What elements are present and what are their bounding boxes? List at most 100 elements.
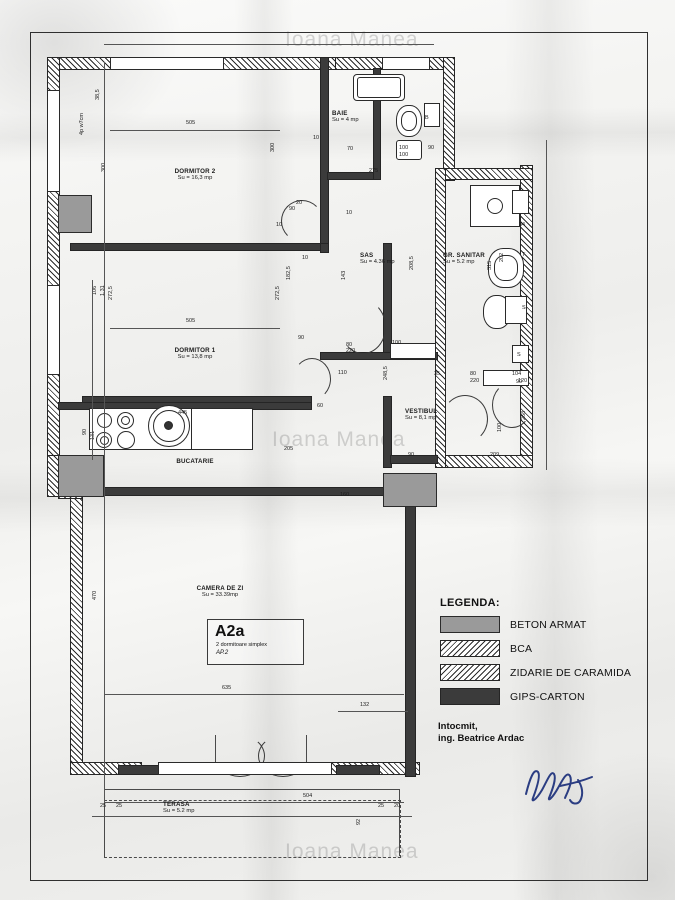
legend-label-zidarie-caramida: ZIDARIE DE CARAMIDA bbox=[510, 666, 632, 679]
wall-corridor-right bbox=[435, 168, 446, 468]
door-arc-vestibul bbox=[492, 382, 532, 428]
door-arc-bedroom1 bbox=[293, 358, 331, 400]
legend-title: LEGENDA: bbox=[440, 597, 500, 609]
dim-10a: 10 bbox=[313, 135, 320, 141]
toilet-baie-inner bbox=[401, 111, 417, 131]
room-label-dormitor-1: DORMITOR 1 Su = 13,8 mp bbox=[174, 347, 216, 360]
dim-20-sas: 20 bbox=[296, 200, 303, 206]
wall-sas-bottom bbox=[320, 352, 392, 360]
dim-10b: 10 bbox=[276, 222, 283, 228]
kitchen-sink-drain bbox=[164, 421, 173, 430]
legend-block: LEGENDA: BETON ARMAT BCA ZIDARIE DE CARA… bbox=[440, 597, 655, 705]
door-arc-bedroom2 bbox=[281, 200, 323, 242]
dim-B: B bbox=[425, 115, 429, 121]
dim-25b: 25 bbox=[116, 803, 123, 809]
room-label-dormitor-2: DORMITOR 2 Su = 16,3 mp bbox=[174, 168, 216, 181]
dim-35: 35 bbox=[434, 371, 441, 377]
dim-248-5: 248,5 bbox=[383, 366, 389, 380]
stove-burner-4 bbox=[117, 431, 135, 449]
dim-90v: 90 bbox=[516, 379, 523, 385]
dim-25c: 25 bbox=[378, 803, 385, 809]
dim-131: 131 bbox=[90, 430, 96, 440]
dim-132: 132 bbox=[360, 702, 370, 708]
dim-S2: S bbox=[517, 352, 521, 358]
riser-baie bbox=[424, 103, 440, 127]
dim-100c: 100 bbox=[399, 152, 409, 158]
terrace-top-edge bbox=[104, 789, 399, 790]
legend-row-bca: BCA bbox=[440, 640, 655, 657]
dim-line-132 bbox=[338, 711, 408, 712]
wall-bath-bottom bbox=[327, 172, 375, 180]
wall-sas-left bbox=[320, 243, 329, 253]
legend-swatch-beton-armat bbox=[440, 616, 500, 633]
window-bath bbox=[382, 57, 430, 70]
door-arc-gr-sanitar bbox=[442, 395, 488, 443]
door-arc-sas bbox=[340, 300, 386, 354]
beam-bottom-right bbox=[336, 765, 380, 775]
wall-living-right bbox=[405, 487, 416, 777]
apartment-code: A2a bbox=[215, 623, 245, 640]
dim-line-top-505 bbox=[110, 130, 280, 131]
window-left-bedroom2 bbox=[47, 90, 60, 192]
dim-10d: 10 bbox=[346, 210, 353, 216]
dim-272-5b: 272,5 bbox=[275, 286, 281, 300]
wall-right-block-top2 bbox=[443, 168, 533, 180]
dim-20-bottom: 20 bbox=[394, 803, 401, 809]
bathtub-sanitar-inner bbox=[494, 255, 518, 281]
sink-sanitar bbox=[505, 296, 527, 324]
window-left-bedroom1 bbox=[47, 285, 60, 375]
riser-sanitar-top bbox=[512, 190, 529, 214]
dim-100d: 100 bbox=[392, 340, 402, 346]
sas-cabinet bbox=[390, 343, 436, 359]
legend-row-zidarie-caramida: ZIDARIE DE CARAMIDA bbox=[440, 664, 655, 681]
legend-swatch-bca bbox=[440, 640, 500, 657]
dim-10c: 10 bbox=[302, 255, 309, 261]
legend-label-beton-armat: BETON ARMAT bbox=[510, 618, 587, 631]
legend-row-gips-carton: GIPS-CARTON bbox=[440, 688, 655, 705]
sink-baie bbox=[396, 140, 422, 160]
shower-drain bbox=[487, 198, 503, 214]
dim-90-b1: 90 bbox=[298, 335, 305, 341]
prepared-by-label: Intocmit, bbox=[438, 721, 478, 732]
beam-bottom-left bbox=[118, 765, 160, 775]
dim-445: 445 bbox=[178, 410, 188, 416]
room-label-terasa: TERASA Su = 5.2 mp bbox=[163, 801, 195, 814]
terrace-left-edge bbox=[104, 789, 105, 856]
legend-label-gips-carton: GIPS-CARTON bbox=[510, 690, 585, 703]
wall-vestibul-left bbox=[383, 396, 392, 468]
dim-100b: 100 bbox=[399, 145, 409, 151]
dim-100-vest: 100 bbox=[497, 422, 503, 432]
column-beton-left-top bbox=[58, 195, 92, 233]
terrace-right-edge bbox=[399, 789, 400, 856]
terrace-outline bbox=[104, 800, 401, 858]
wall-between-bedrooms bbox=[70, 243, 322, 251]
dim-90-bath: 90 bbox=[428, 145, 435, 151]
dim-470: 470 bbox=[92, 590, 98, 600]
column-beton-left-bottom bbox=[58, 455, 104, 497]
room-label-camera-de-zi: CAMERA DE ZI Su = 33.39mp bbox=[196, 585, 244, 598]
dim-268: 268 bbox=[521, 410, 527, 420]
dim-131b: 1,31 bbox=[100, 285, 106, 296]
dim-504: 504 bbox=[303, 793, 313, 799]
stove-burner-2-inner bbox=[121, 416, 130, 425]
dim-275: 275 bbox=[369, 168, 379, 174]
dim-ext-h-bot2 bbox=[92, 816, 412, 817]
room-label-sas: SAS Su = 4.36 mp bbox=[360, 252, 395, 265]
legend-row-beton-armat: BETON ARMAT bbox=[440, 616, 655, 633]
dim-ext-v-right bbox=[546, 140, 547, 470]
dim-120: 120 bbox=[518, 378, 528, 384]
dim-ext-h-top bbox=[104, 44, 434, 45]
dim-182-5: 182,5 bbox=[286, 266, 292, 280]
dim-ext-v-left2 bbox=[92, 280, 93, 460]
door-arc-entry2 bbox=[258, 735, 308, 777]
dim-90-sas: 90 bbox=[289, 206, 296, 212]
column-beton-center bbox=[383, 473, 437, 507]
dim-80: 80 bbox=[470, 371, 477, 377]
dim-line-505-b1 bbox=[110, 328, 280, 329]
dim-110: 110 bbox=[338, 370, 347, 376]
dim-34: 34 bbox=[519, 222, 526, 228]
wall-living-left bbox=[70, 487, 83, 774]
signature-icon bbox=[520, 760, 610, 811]
wall-bath-right bbox=[373, 68, 381, 180]
